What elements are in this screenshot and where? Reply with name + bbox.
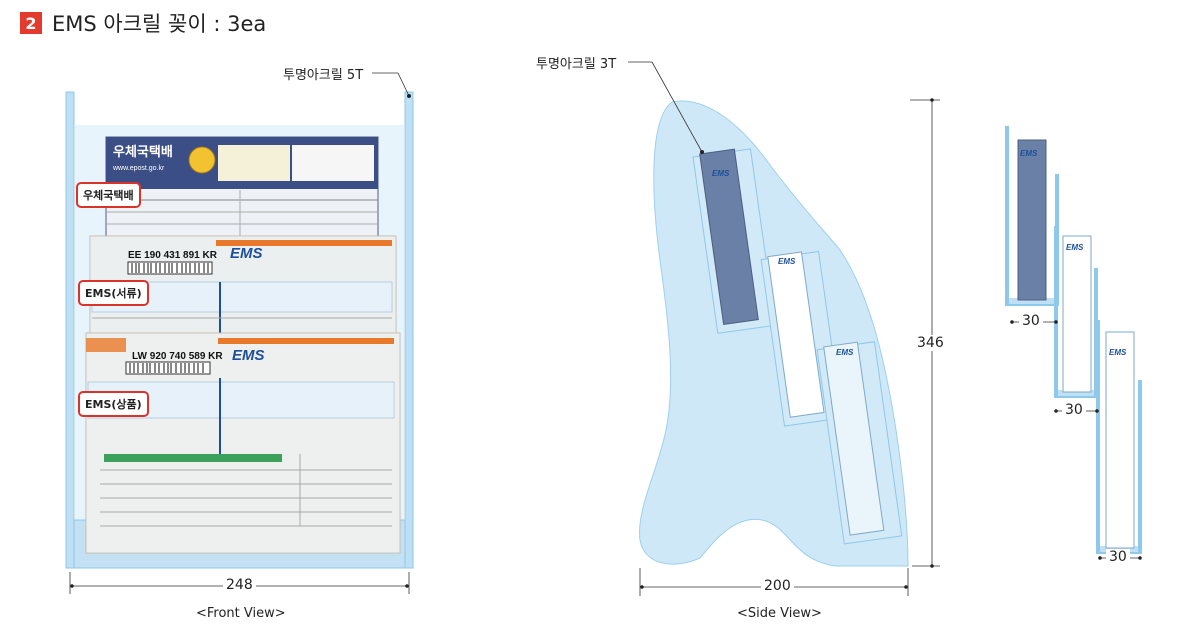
side-slot-logo-3: EMS: [836, 348, 854, 357]
detail-logo-2: EMS: [1066, 243, 1084, 252]
front-material-label: 투명아크릴 5T: [283, 68, 364, 83]
ems-goods-form: [85, 332, 401, 554]
ems-logo-2: EMS: [232, 347, 265, 364]
barcode-1: [127, 261, 213, 275]
side-view-caption: <Side View>: [737, 606, 822, 621]
side-view-stand: [639, 100, 909, 567]
detail-dimension-3: 30: [1106, 549, 1130, 565]
ems-tracking-number-2: LW 920 740 589 KR: [132, 351, 223, 362]
front-view-caption: <Front View>: [196, 606, 286, 621]
tag-ems-goods: EMS(상품): [78, 391, 149, 417]
parcel-form-url: www.epost.go.kr: [112, 165, 165, 172]
parcel-form-title: 우체국택배: [113, 144, 173, 159]
front-left-post: [65, 91, 75, 569]
ems-document-form: [89, 235, 397, 335]
ems-logo-1: EMS: [230, 245, 263, 262]
front-width-dimension: 248: [223, 577, 256, 593]
detail-logo-1: EMS: [1020, 149, 1038, 158]
award-badge-icon: [188, 146, 216, 174]
detail-logo-3: EMS: [1109, 348, 1127, 357]
side-slot-logo-1: EMS: [712, 169, 730, 178]
tag-parcel: 우체국택배: [76, 182, 141, 208]
green-band: [104, 454, 282, 462]
side-slot-logo-2: EMS: [778, 257, 796, 266]
side-width-dimension: 200: [761, 578, 794, 594]
front-right-post: [404, 91, 414, 569]
section-title: EMS 아크릴 꽂이 : 3ea: [52, 12, 267, 36]
tag-ems-document: EMS(서류): [78, 280, 149, 306]
side-height-dimension: 346: [914, 335, 947, 351]
side-material-label: 투명아크릴 3T: [536, 57, 617, 72]
section-number-badge: 2: [20, 12, 42, 34]
section-header: 2 EMS 아크릴 꽂이 : 3ea: [20, 6, 266, 40]
ems-tracking-number-1: EE 190 431 891 KR: [128, 250, 218, 261]
parcel-form: [105, 136, 379, 248]
detail-dimension-2: 30: [1062, 402, 1086, 418]
side-slot-1: [692, 148, 776, 334]
detail-dimension-1: 30: [1019, 313, 1043, 329]
side-slot-3: [816, 341, 903, 545]
